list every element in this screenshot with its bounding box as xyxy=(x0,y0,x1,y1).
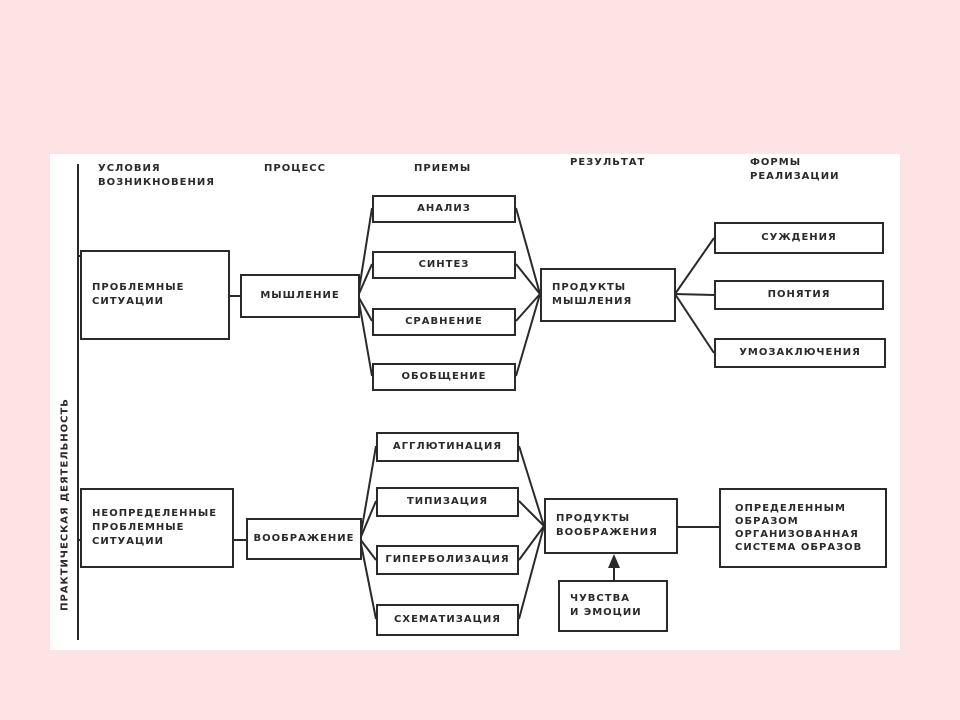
header-forms: ФОРМЫ РЕАЛИЗАЦИИ xyxy=(750,157,840,182)
result-imagination-products: ПРОДУКТЫ ВООБРАЖЕНИЯ xyxy=(544,498,678,554)
header-conditions: УСЛОВИЯ ВОЗНИКНОВЕНИЯ xyxy=(98,163,215,188)
method-comparison: СРАВНЕНИЕ xyxy=(372,308,516,336)
arrow-up-icon xyxy=(608,554,620,568)
method-typification: ТИПИЗАЦИЯ xyxy=(376,487,519,517)
method-generalization: ОБОБЩЕНИЕ xyxy=(372,363,516,391)
header-methods: ПРИЕМЫ xyxy=(414,163,472,174)
method-agglutination: АГГЛЮТИНАЦИЯ xyxy=(376,432,519,462)
process-imagination: ВООБРАЖЕНИЕ xyxy=(246,518,362,560)
method-synthesis: СИНТЕЗ xyxy=(372,251,516,279)
form-judgments: СУЖДЕНИЯ xyxy=(714,222,884,254)
form-concepts: ПОНЯТИЯ xyxy=(714,280,884,310)
form-image-system: ОПРЕДЕЛЕННЫМ ОБРАЗОМ ОРГАНИЗОВАННАЯ СИСТ… xyxy=(719,488,887,568)
connector-lines xyxy=(77,164,719,640)
form-inferences: УМОЗАКЛЮЧЕНИЯ xyxy=(714,338,886,368)
condition-problem-situations: ПРОБЛЕМНЫЕ СИТУАЦИИ xyxy=(80,250,230,340)
header-result: РЕЗУЛЬТАТ xyxy=(570,157,646,168)
result-thinking-products: ПРОДУКТЫ МЫШЛЕНИЯ xyxy=(540,268,676,322)
method-schematization: СХЕМАТИЗАЦИЯ xyxy=(376,604,519,636)
diagram-panel: ПРАКТИЧЕСКАЯ ДЕЯТЕЛЬНОСТЬ УСЛОВИЯ ВОЗНИК… xyxy=(50,154,900,650)
process-thinking: МЫШЛЕНИЕ xyxy=(240,274,360,318)
side-label: ПРАКТИЧЕСКАЯ ДЕЯТЕЛЬНОСТЬ xyxy=(59,398,71,611)
method-hyperbolization: ГИПЕРБОЛИЗАЦИЯ xyxy=(376,545,519,575)
emotions-box: ЧУВСТВА И ЭМОЦИИ xyxy=(558,580,668,632)
header-process: ПРОЦЕСС xyxy=(264,163,326,174)
condition-uncertain-situations: НЕОПРЕДЕЛЕННЫЕ ПРОБЛЕМНЫЕ СИТУАЦИИ xyxy=(80,488,234,568)
method-analysis: АНАЛИЗ xyxy=(372,195,516,223)
